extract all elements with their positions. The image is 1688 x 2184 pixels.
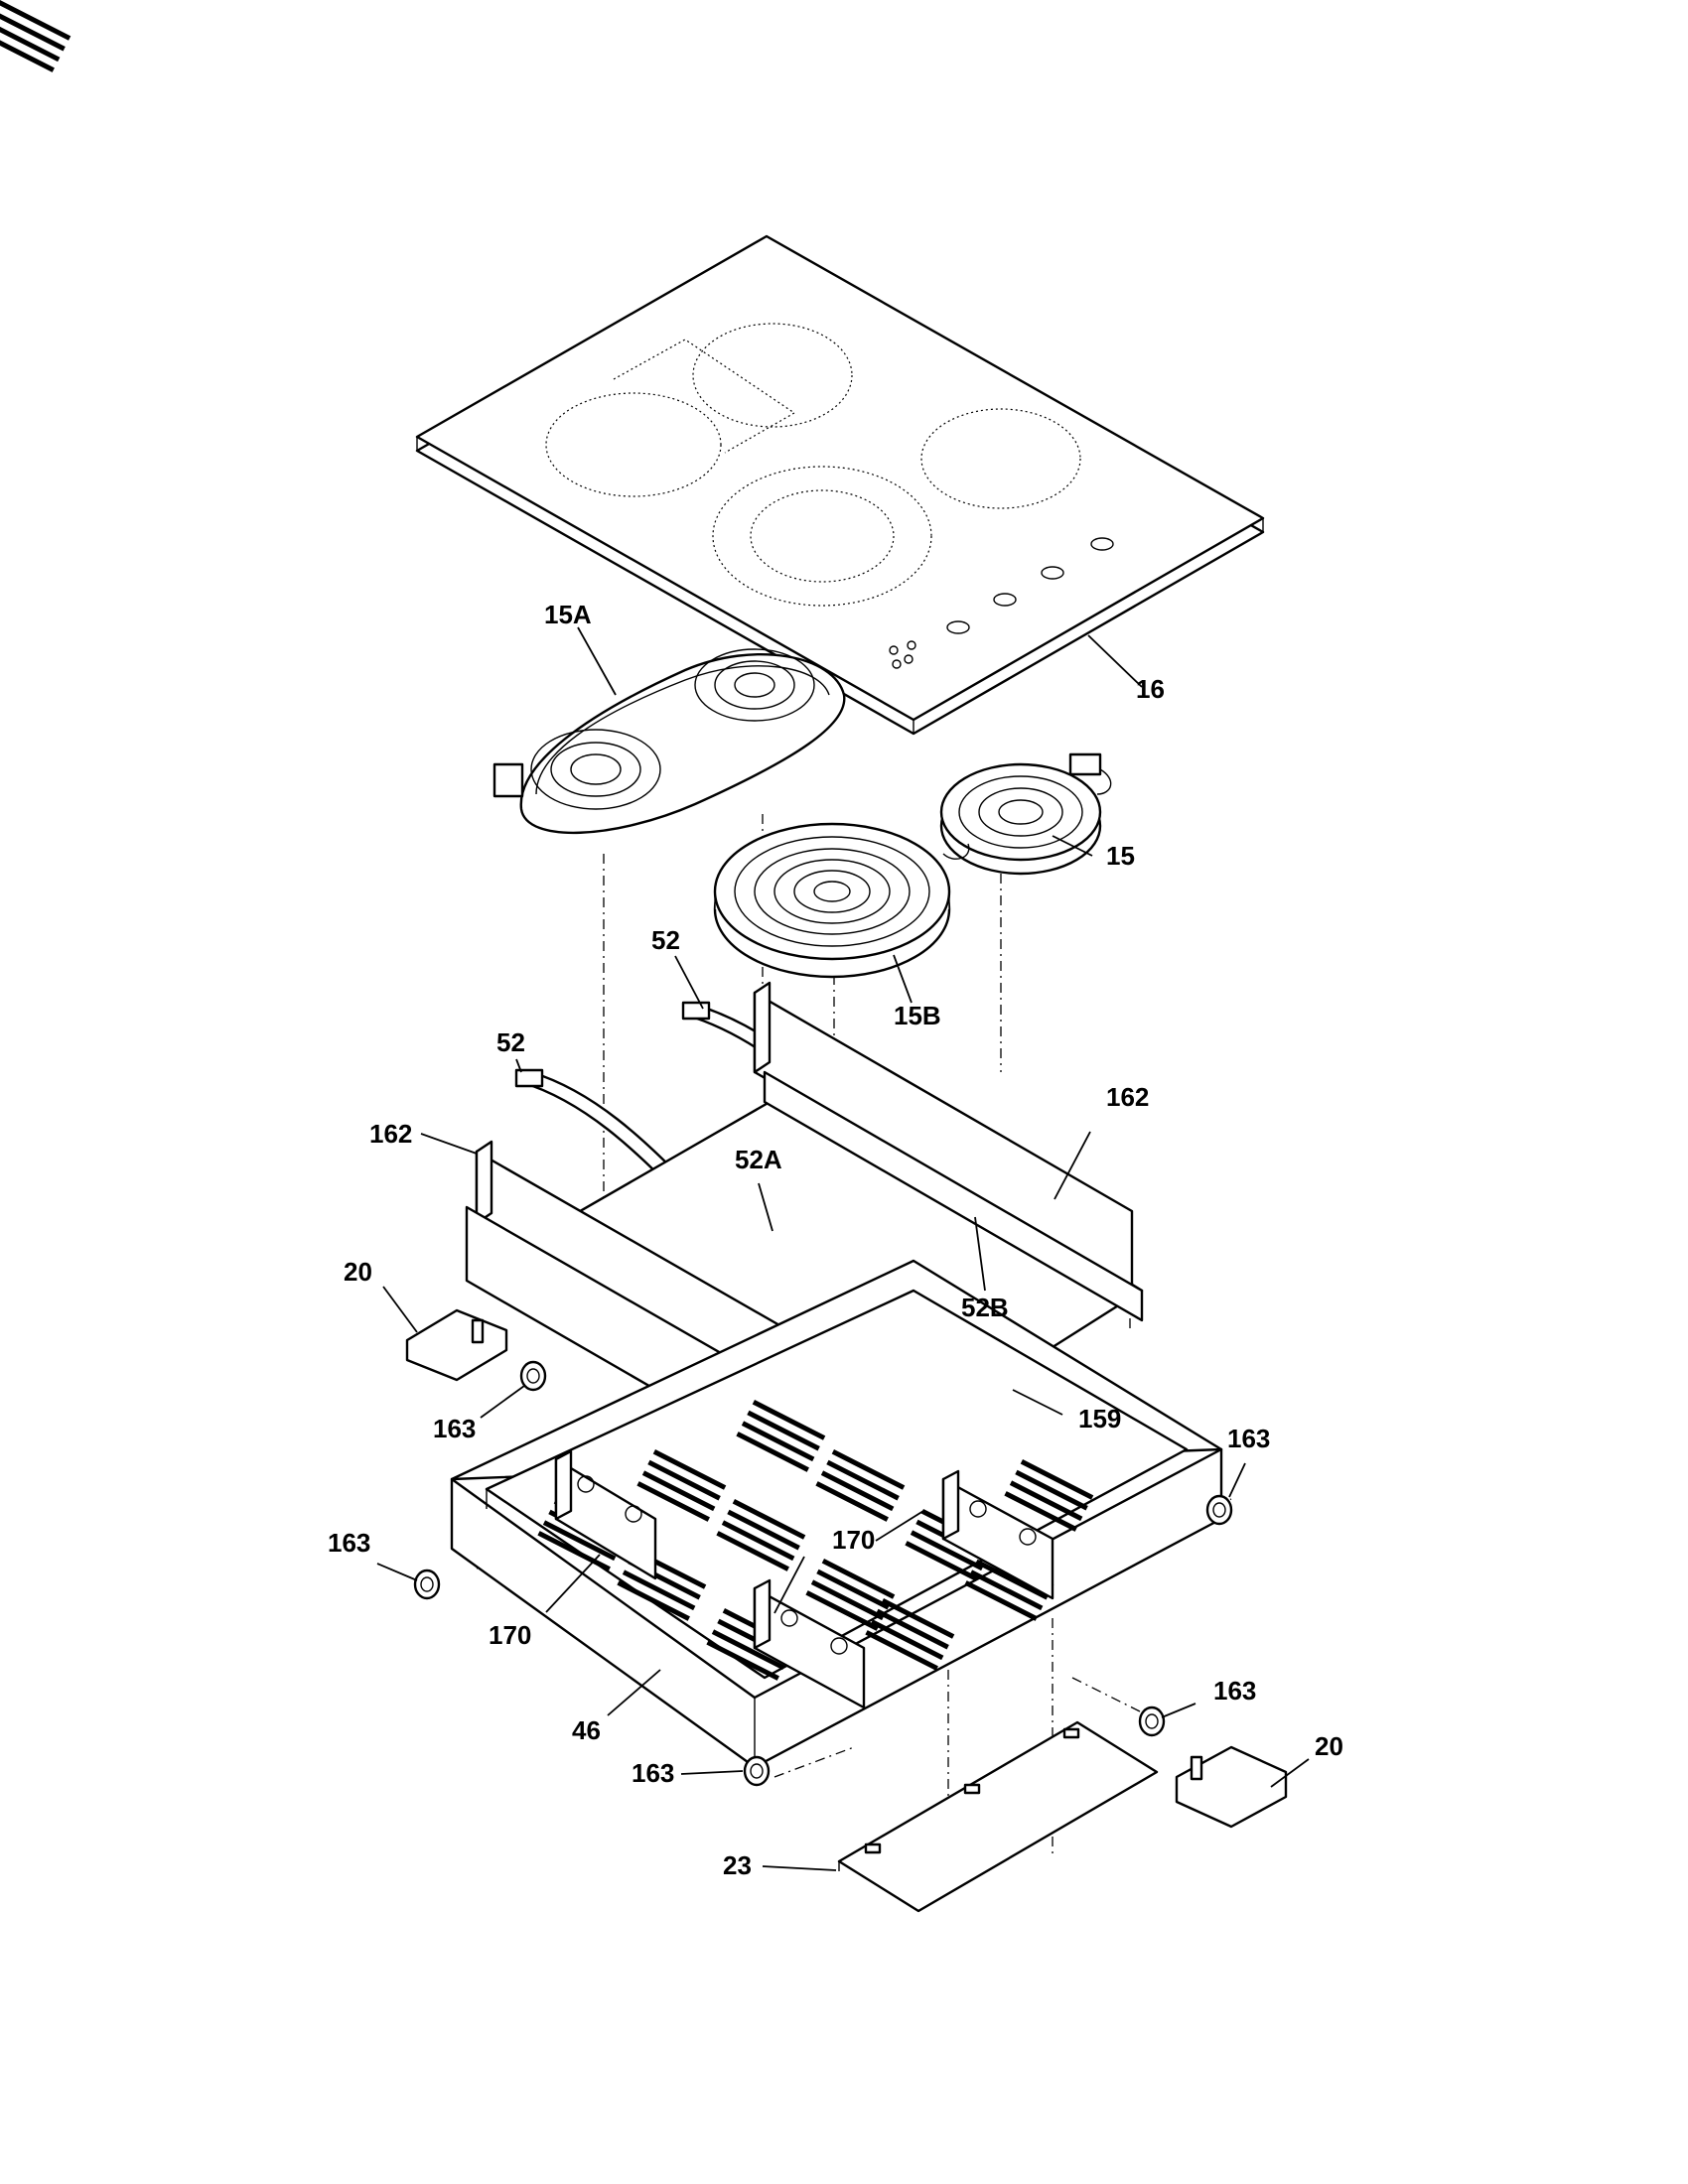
control-knob-holes [889,537,1114,669]
label-170-right: 170 [832,1525,875,1555]
label-52-left: 52 [496,1027,525,1057]
mounting-bracket-20-right [1175,1745,1288,1829]
grommet-163c [413,1569,441,1600]
base-box [0,0,1223,1769]
label-20-right: 20 [1315,1731,1343,1761]
label-163-b: 163 [1227,1424,1270,1453]
burner-outline-rear [692,323,853,428]
glass-cooktop-top [415,234,1265,736]
label-163-a: 163 [433,1414,476,1443]
grommet-163a [519,1360,547,1392]
label-16: 16 [1136,674,1165,704]
label-15: 15 [1106,841,1135,871]
label-52-right: 52 [651,925,680,955]
small-round-element [939,752,1112,876]
burner-outline-front-inner [750,489,895,583]
grommets [413,1360,1233,1787]
mounting-plate-170-right [941,1469,1055,1600]
label-46: 46 [572,1715,601,1745]
burner-outline-left [545,392,722,497]
large-round-element [713,822,951,979]
burner-outline-right [920,408,1081,509]
mounting-plate-170-center [753,1578,866,1709]
rail-162-right [753,981,1144,1322]
label-52B: 52B [961,1293,1009,1322]
vent-slots [0,0,1094,1681]
grommet-163b [1205,1494,1233,1526]
bottom-cover [837,1720,1159,1913]
label-23: 23 [723,1850,752,1880]
label-159: 159 [1078,1404,1121,1433]
label-162-right: 162 [1106,1082,1149,1112]
mounting-bracket-20-left [405,1308,508,1382]
label-15A: 15A [544,600,592,629]
label-15B: 15B [894,1001,941,1030]
oval-dual-element [492,648,846,835]
label-163-c: 163 [328,1528,370,1558]
leader-lines [376,626,1310,1871]
callout-labels: 16 15A 15 15B 52 52 162 162 52A 52B 20 1… [328,600,1343,1880]
label-162-left: 162 [369,1119,412,1149]
label-52A: 52A [735,1145,782,1174]
label-163-d: 163 [1213,1676,1256,1706]
grommet-163d [1138,1706,1166,1737]
mounting-plate-170-left [554,1449,657,1580]
label-170-left: 170 [489,1620,531,1650]
label-20-left: 20 [344,1257,372,1287]
label-163-e: 163 [632,1758,674,1788]
grommet-163e [743,1755,771,1787]
burner-outline-front-outer [712,466,932,607]
